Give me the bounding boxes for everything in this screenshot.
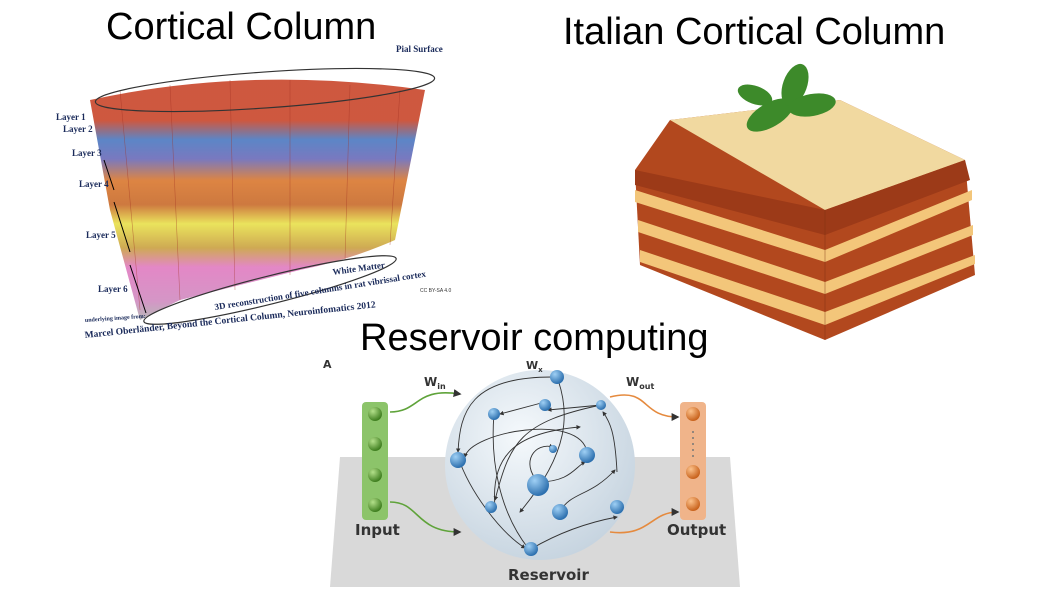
output-label: Output — [667, 521, 726, 539]
cortical-column-image: Pial Surface Layer 1 Layer 2 Layer 3 Lay… — [56, 44, 451, 341]
pial-surface-label: Pial Surface — [396, 44, 443, 54]
output-column — [680, 402, 706, 520]
panel-label: A — [323, 358, 332, 371]
w-x-label: Wx — [526, 359, 543, 374]
layer-4-label: Layer 4 — [79, 179, 109, 189]
w-out-label: Wout — [626, 375, 654, 391]
lasagna-image — [635, 63, 975, 340]
layer-2-label: Layer 2 — [63, 124, 93, 134]
w-in-label: Win — [424, 375, 446, 391]
output-nodes — [686, 407, 700, 511]
basil-leaves — [737, 63, 836, 132]
layer-5-label: Layer 5 — [86, 230, 116, 240]
layer-1-label: Layer 1 — [56, 112, 86, 122]
italian-cortical-column-title: Italian Cortical Column — [563, 11, 946, 53]
cc-license: CC BY-SA 4.0 — [420, 288, 451, 294]
reservoir-computing-title: Reservoir computing — [360, 317, 709, 359]
input-label: Input — [355, 521, 400, 539]
reservoir-diagram: A Win Wx Wout Input Output Reservoir — [323, 358, 740, 587]
reservoir-label: Reservoir — [508, 566, 589, 584]
cortical-column-title: Cortical Column — [106, 6, 377, 48]
source-label: underlying image from: — [85, 314, 146, 324]
layer-3-label: Layer 3 — [72, 148, 102, 158]
input-column — [362, 402, 388, 520]
reservoir-sphere — [445, 370, 635, 560]
white-matter-label: White Matter — [332, 260, 386, 277]
input-nodes — [368, 407, 382, 512]
layer-6-label: Layer 6 — [98, 284, 128, 294]
reservoir-nodes — [450, 370, 624, 556]
